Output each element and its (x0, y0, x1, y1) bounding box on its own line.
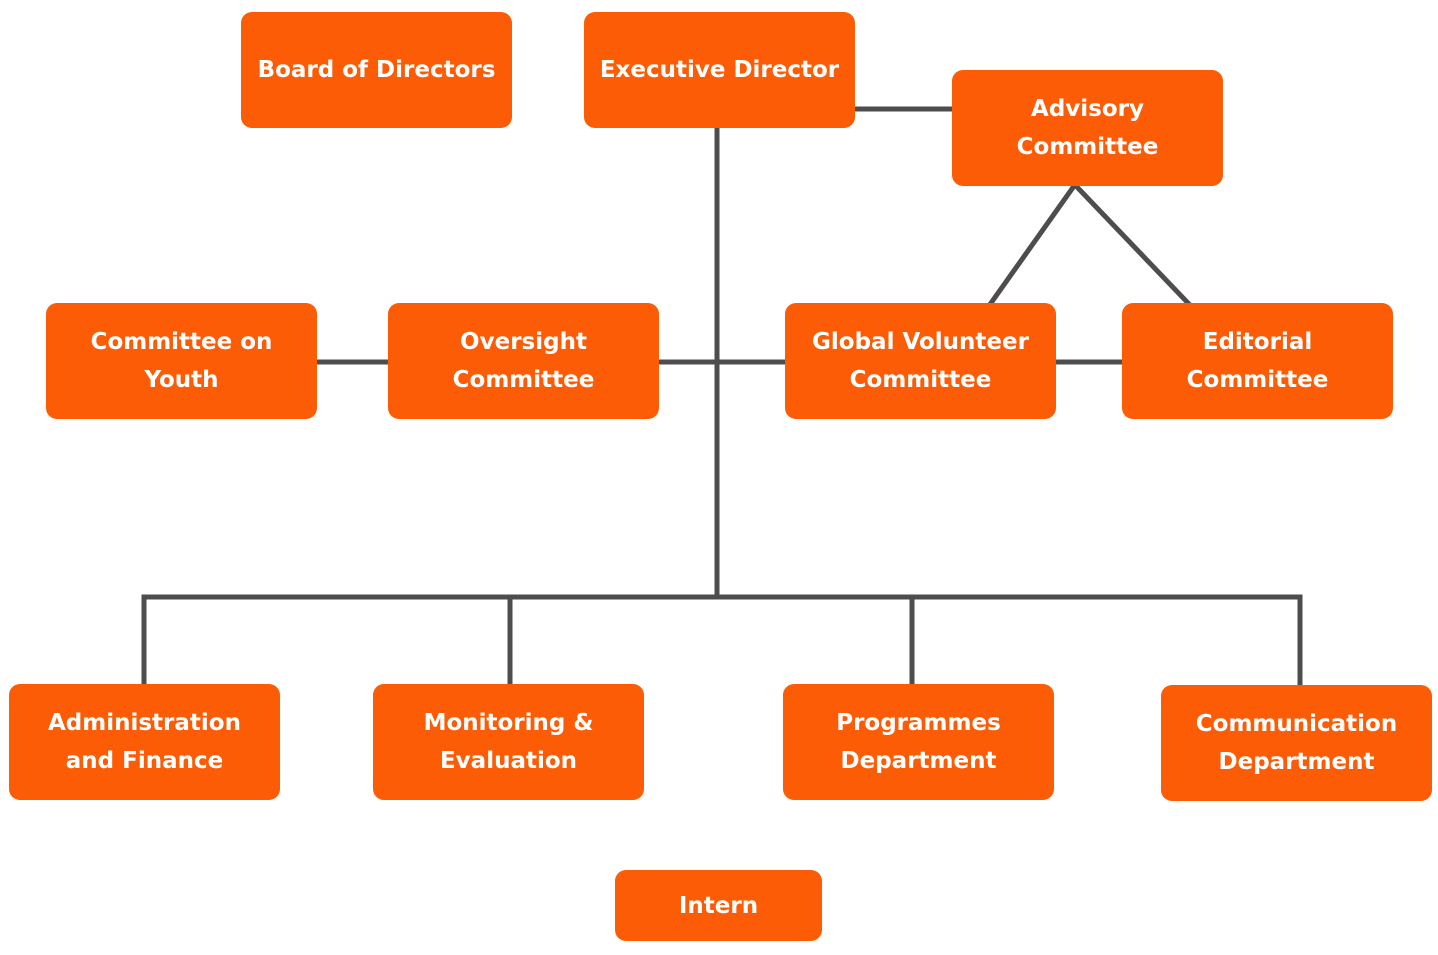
node-global-volunteer-committee: Global Volunteer Committee (785, 303, 1056, 419)
node-oversight-committee: Oversight Committee (388, 303, 659, 419)
node-committee-on-youth: Committee on Youth (46, 303, 317, 419)
node-intern: Intern (615, 870, 822, 941)
node-communication-department: Communication Department (1161, 685, 1432, 801)
node-programmes-department: Programmes Department (783, 684, 1054, 800)
node-label: Oversight Committee (452, 329, 595, 393)
node-executive-director: Executive Director (584, 12, 855, 128)
node-label: Programmes Department (836, 710, 1001, 774)
node-label: Board of Directors (257, 57, 496, 83)
node-board-of-directors: Board of Directors (241, 12, 512, 128)
node-administration-and-finance: Administration and Finance (9, 684, 280, 800)
node-label: Communication Department (1195, 711, 1398, 775)
node-label: Advisory Committee (1016, 96, 1159, 160)
node-label: Monitoring & Evaluation (423, 710, 594, 774)
node-label: Executive Director (599, 57, 840, 83)
node-advisory-committee: Advisory Committee (952, 70, 1223, 186)
node-label: Administration and Finance (48, 710, 241, 774)
node-label: Editorial Committee (1186, 329, 1329, 393)
node-editorial-committee: Editorial Committee (1122, 303, 1393, 419)
connector-advisory-editorial (1072, 182, 1192, 307)
node-label: Global Volunteer Committee (812, 329, 1029, 393)
node-monitoring-evaluation: Monitoring & Evaluation (373, 684, 644, 800)
node-label: Intern (678, 892, 759, 919)
node-label: Committee on Youth (90, 329, 273, 393)
connector-advisory-global (987, 182, 1078, 307)
